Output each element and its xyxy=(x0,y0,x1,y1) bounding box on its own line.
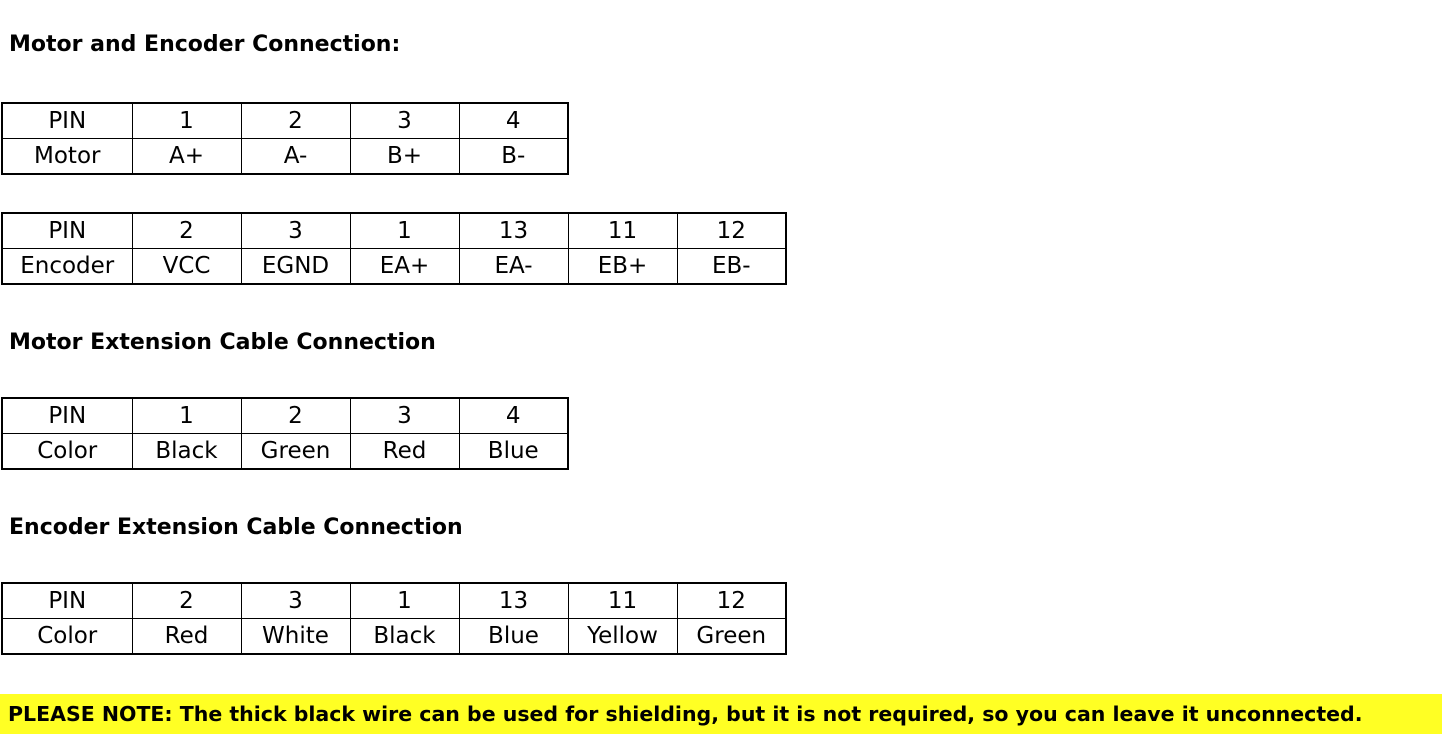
table-cell: 4 xyxy=(458,102,569,139)
table-cell: 11 xyxy=(567,212,678,249)
motor-extension-cable-heading: Motor Extension Cable Connection xyxy=(9,330,436,355)
table-row: Color Red White Black Blue Yellow Green xyxy=(1,618,787,655)
table-row: PIN 1 2 3 4 xyxy=(1,102,569,139)
table-cell: PIN xyxy=(1,397,133,434)
table-cell: 3 xyxy=(349,397,460,434)
table-cell: PIN xyxy=(1,102,133,139)
table-cell: 3 xyxy=(240,212,351,249)
shielding-note-banner: PLEASE NOTE: The thick black wire can be… xyxy=(0,694,1442,734)
table-cell: 1 xyxy=(349,212,460,249)
table-cell: 3 xyxy=(240,582,351,619)
table-row: PIN 2 3 1 13 11 12 xyxy=(1,212,787,249)
table-cell: 1 xyxy=(349,582,460,619)
motor-extension-color-table: PIN 1 2 3 4 Color Black Green Red Blue xyxy=(1,397,569,470)
table-row: Motor A+ A- B+ B- xyxy=(1,138,569,175)
table-cell: 1 xyxy=(131,102,242,139)
motor-encoder-connection-heading: Motor and Encoder Connection: xyxy=(9,32,401,57)
table-cell: B- xyxy=(458,138,569,175)
table-cell: 3 xyxy=(349,102,460,139)
table-row: Encoder VCC EGND EA+ EA- EB+ EB- xyxy=(1,248,787,285)
table-cell: Color xyxy=(1,618,133,655)
table-cell: 2 xyxy=(240,102,351,139)
table-cell: EB+ xyxy=(567,248,678,285)
table-cell: 11 xyxy=(567,582,678,619)
table-cell: Black xyxy=(131,433,242,470)
encoder-extension-cable-heading: Encoder Extension Cable Connection xyxy=(9,515,463,540)
table-cell: 4 xyxy=(458,397,569,434)
table-cell: EGND xyxy=(240,248,351,285)
table-cell: Blue xyxy=(458,433,569,470)
encoder-pin-table: PIN 2 3 1 13 11 12 Encoder VCC EGND EA+ … xyxy=(1,212,787,285)
encoder-extension-color-table: PIN 2 3 1 13 11 12 Color Red White Black… xyxy=(1,582,787,655)
table-cell: Color xyxy=(1,433,133,470)
table-cell: Black xyxy=(349,618,460,655)
table-cell: Encoder xyxy=(1,248,133,285)
table-cell: 1 xyxy=(131,397,242,434)
table-cell: White xyxy=(240,618,351,655)
table-cell: 13 xyxy=(458,212,569,249)
table-cell: A- xyxy=(240,138,351,175)
table-cell: Blue xyxy=(458,618,569,655)
table-cell: A+ xyxy=(131,138,242,175)
table-row: PIN 1 2 3 4 xyxy=(1,397,569,434)
table-cell: Yellow xyxy=(567,618,678,655)
table-cell: 12 xyxy=(676,212,787,249)
table-cell: VCC xyxy=(131,248,242,285)
table-cell: B+ xyxy=(349,138,460,175)
table-cell: PIN xyxy=(1,582,133,619)
table-cell: 12 xyxy=(676,582,787,619)
table-cell: Motor xyxy=(1,138,133,175)
table-cell: Green xyxy=(240,433,351,470)
table-cell: EA+ xyxy=(349,248,460,285)
table-cell: PIN xyxy=(1,212,133,249)
table-cell: 13 xyxy=(458,582,569,619)
table-cell: 2 xyxy=(131,212,242,249)
table-cell: EB- xyxy=(676,248,787,285)
table-cell: EA- xyxy=(458,248,569,285)
table-cell: Green xyxy=(676,618,787,655)
table-row: Color Black Green Red Blue xyxy=(1,433,569,470)
table-row: PIN 2 3 1 13 11 12 xyxy=(1,582,787,619)
table-cell: Red xyxy=(349,433,460,470)
table-cell: 2 xyxy=(240,397,351,434)
table-cell: 2 xyxy=(131,582,242,619)
table-cell: Red xyxy=(131,618,242,655)
motor-pin-table: PIN 1 2 3 4 Motor A+ A- B+ B- xyxy=(1,102,569,175)
